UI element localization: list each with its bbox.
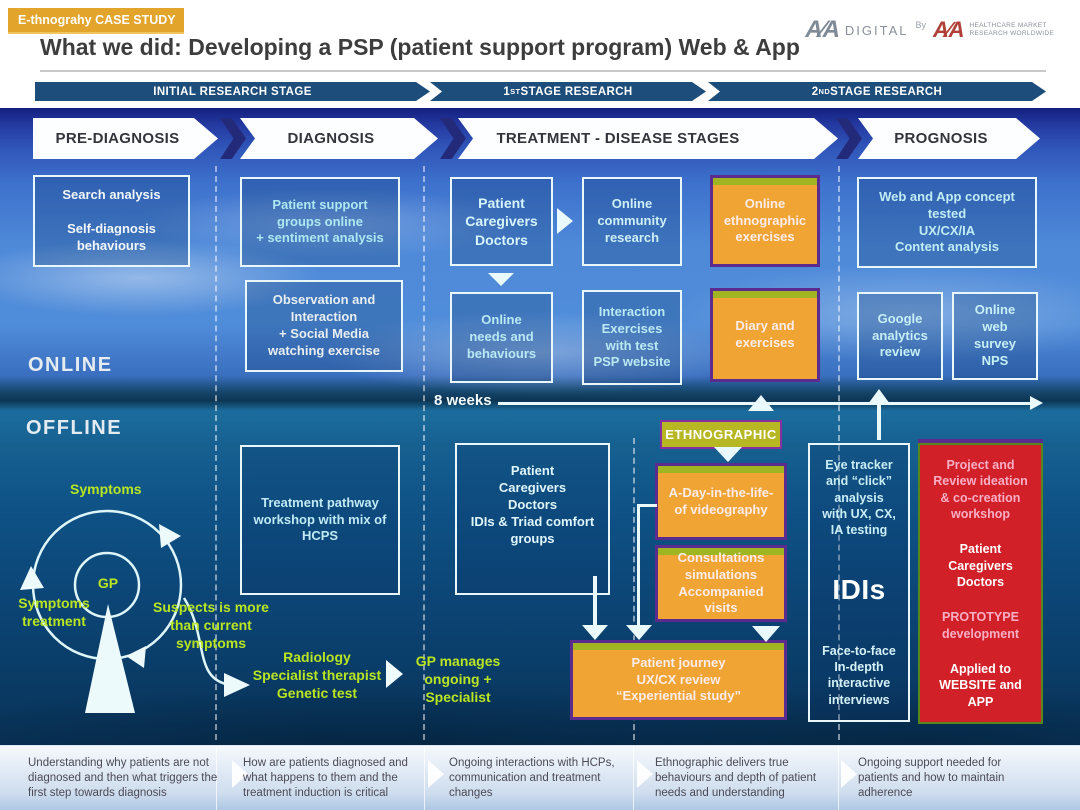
footer-insight: Ethnographic delivers true behaviours an… [655,757,817,800]
box-online-ethnographic-exercises: Online ethnographic exercises [710,175,820,267]
arrow-down-icon [488,273,514,286]
gp-manages-label: GP manages ongoing + Specialist [415,653,501,706]
footer-strip: Understanding why patients are not diagn… [0,745,1080,810]
symptoms-treatment-label: Symptoms treatment [18,595,90,630]
prototype-text: PROTOTYPE development [941,610,1020,641]
box-treatment-pathway-workshop: Treatment pathway workshop with mix of H… [240,445,400,595]
gp-cycle-graphic [20,509,250,713]
applied-to-text: Applied to WEBSITE and APP [939,662,1022,709]
box-idis-triad-groups: Patient Caregivers Doctors IDIs & Triad … [455,443,610,595]
footer-insight: Ongoing interactions with HCPs, communic… [449,757,615,800]
arrow-right-icon [386,660,403,688]
suspects-label: Suspects is more than current symptoms [153,599,269,652]
footer-divider [216,746,217,810]
phase-treatment: TREATMENT - DISEASE STAGES [458,118,838,159]
footer-chevron-icon [637,760,653,788]
box-patient-journey-review: Patient journey UX/CX review “Experienti… [570,640,787,720]
connector-line [637,504,640,625]
phase-diagnosis: DIAGNOSIS [240,118,438,159]
arrow-down-icon [582,625,608,640]
column-divider-line [215,166,217,740]
phase-chevron-icon [220,118,246,159]
workshop-people-text: Patient Caregivers Doctors [948,542,1013,589]
box-interaction-exercises: Interaction Exercises with test PSP webs… [582,290,682,385]
footer-divider [838,746,839,810]
phase-pre-diagnosis: PRE-DIAGNOSIS [33,118,218,159]
footer-chevron-icon [232,760,248,788]
arrow-up-icon [868,389,890,404]
project-review-text: Project and Review ideation & co-creatio… [933,458,1028,521]
box-day-in-the-life: A-Day-in-the-life- of videography [655,463,787,540]
box-patient-caregivers-doctors: Patient Caregivers Doctors [450,177,553,266]
page-title: What we did: Developing a PSP (patient s… [40,34,800,60]
offline-zone-label: OFFLINE [26,417,123,439]
ethnographic-tag: ETHNOGRAPHIC [660,420,782,449]
column-divider-line [633,438,635,740]
footer-insight: Understanding why patients are not diagn… [28,757,218,800]
timeline-8-weeks-label: 8 weeks [434,392,492,409]
cycle-arrowhead-icon [159,524,181,548]
box-patient-support-groups: Patient support groups online + sentimen… [240,177,400,267]
radiology-label: Radiology Specialist therapist Genetic t… [252,649,382,702]
box-online-community-research: Online community research [582,177,682,266]
box-search-analysis: Search analysis Self-diagnosis behaviour… [33,175,190,267]
arrow-up-icon [748,395,774,411]
phase-chevron-icon [440,118,466,159]
ocean-diagram-panel: PRE-DIAGNOSIS DIAGNOSIS TREATMENT - DISE… [0,108,1080,745]
stage-initial-research: INITIAL RESEARCH STAGE [35,82,430,101]
company-tagline: HEALTHCARE MARKET RESEARCH WORLDWIDE [969,21,1054,37]
box-web-app-concept: Web and App concept tested UX/CX/IA Cont… [857,177,1037,268]
box-eye-tracker-idis: Eye tracker and “click” analysis with UX… [808,443,910,722]
company-logo-icon: A∕A [933,17,964,42]
logo-area: A∕A DIGITAL By A∕A HEALTHCARE MARKET RES… [805,16,1054,44]
cycle-arrowhead-icon [20,566,44,590]
curve-arrowhead-icon [224,673,250,697]
box-observation-interaction: Observation and Interaction + Social Med… [245,280,403,372]
box-project-review-workshop: Project and Review ideation & co-creatio… [918,443,1043,724]
symptoms-label: Symptoms [70,481,142,497]
case-study-badge: E-thnograhy CASE STUDY [8,8,184,32]
footer-insight: How are patients diagnosed and what happ… [243,757,408,800]
phase-prognosis: PROGNOSIS [858,118,1040,159]
box-diary-exercises: Diary and exercises [710,288,820,382]
box-online-needs-behaviours: Online needs and behaviours [450,292,553,383]
arrow-down-icon [752,626,780,642]
arrow-right-icon [557,208,573,234]
gp-label: GP [97,575,119,591]
digital-logo-icon: A∕A [805,16,840,43]
digital-logo-label: DIGITAL [844,22,909,38]
box-consultations-simulations: Consultations simulations Accompanied vi… [655,545,787,622]
box-online-web-survey: Online web survey NPS [952,292,1038,380]
face-to-face-text: Face-to-face In-depth interactive interv… [822,643,896,707]
connector-line [637,504,657,507]
column-divider-line [838,166,840,740]
footer-divider [424,746,425,810]
arrow-down-icon [714,447,742,462]
eye-tracker-text: Eye tracker and “click” analysis with UX… [822,458,896,537]
title-divider [40,70,1046,72]
footer-insight: Ongoing support needed for patients and … [858,757,1005,800]
timeline-arrowhead-icon [1030,396,1043,410]
box-google-analytics: Google analytics review [857,292,943,380]
connector-line [593,576,597,625]
gp-triangle-icon [85,604,135,713]
up-arrow-shaft [877,404,881,440]
cycle-arrowhead-icon [126,646,146,668]
idis-heading: IDIs [832,574,886,606]
footer-chevron-icon [841,760,857,788]
arrow-down-icon [626,625,652,640]
footer-divider [633,746,634,810]
by-label: By [915,20,927,30]
footer-chevron-icon [428,760,444,788]
phase-chevron-icon [836,118,862,159]
column-divider-line [423,166,425,740]
online-zone-label: ONLINE [28,354,113,376]
